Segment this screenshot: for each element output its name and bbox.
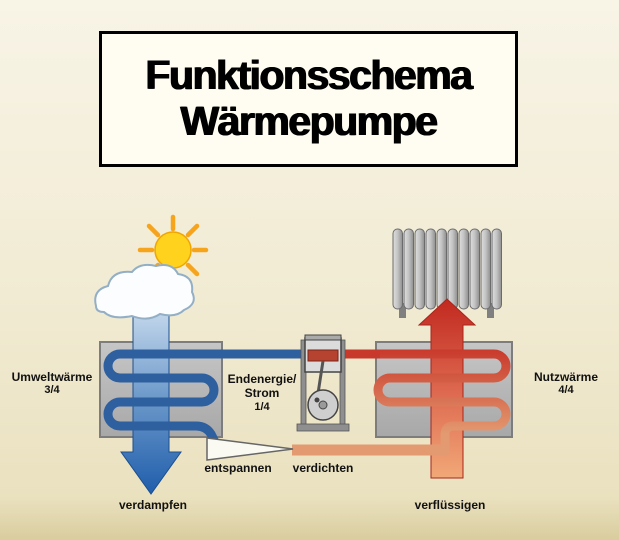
compressor: [296, 334, 350, 432]
expansion-valve: [206, 437, 294, 461]
useful-heat-arrow: [417, 298, 477, 479]
label-expand: entspannen: [204, 461, 272, 475]
useful-heat-fraction: 4/4: [558, 384, 574, 397]
environment-heat-name: Umweltwärme: [11, 370, 93, 384]
label-environment-heat: Umweltwärme 3/4: [4, 370, 100, 398]
cloud-icon: [94, 263, 195, 320]
title-box: Funktionsschema Wärmepumpe: [99, 31, 518, 167]
piston: [307, 349, 339, 362]
label-useful-heat: Nutzwärme 4/4: [518, 370, 614, 398]
evaporator-coil: [103, 349, 227, 449]
label-compress: verdichten: [292, 461, 354, 475]
environment-heat-fraction: 3/4: [44, 384, 60, 397]
title-line-1: Funktionsschema: [145, 52, 473, 99]
label-condense: verflüssigen: [414, 498, 486, 512]
label-input-energy: Endenergie/ Strom 1/4: [224, 372, 300, 414]
input-energy-line1: Endenergie/: [227, 372, 297, 386]
label-evaporate: verdampfen: [118, 498, 188, 512]
title-line-2: Wärmepumpe: [180, 98, 438, 144]
radiator-icon: [392, 228, 502, 318]
environment-heat-arrow: [120, 295, 182, 495]
useful-heat-name: Nutzwärme: [533, 370, 598, 384]
input-energy-fraction: 1/4: [254, 400, 270, 413]
condenser-coil: [371, 349, 511, 457]
input-energy-line2: Strom: [244, 386, 280, 401]
